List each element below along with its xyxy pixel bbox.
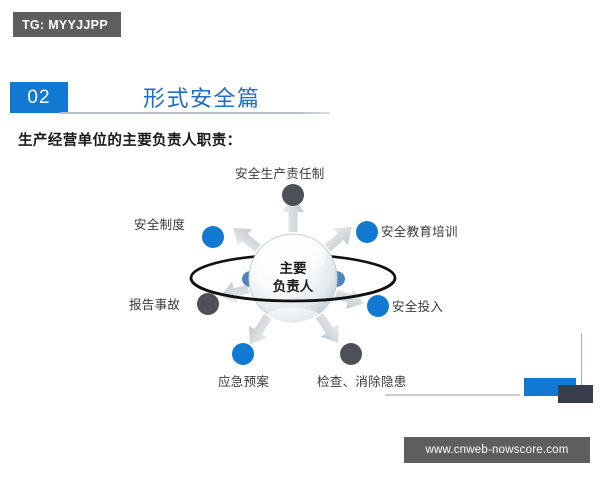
node-label-upper-left[interactable]: 安全制度	[134, 218, 186, 232]
diagram-svg: 主要 负责人	[189, 184, 397, 365]
section-number-badge: 02	[10, 82, 68, 113]
node-dot-lower-right[interactable]	[340, 343, 362, 365]
node-label-lower-left[interactable]: 应急预案	[218, 375, 270, 389]
radial-responsibility-diagram: 主要 负责人 安全生产责任制 安全教育培训 安全投入 检查、消除隐患 应急预案 …	[0, 150, 600, 410]
center-label-line2: 负责人	[273, 278, 314, 295]
sphere-gloss	[260, 235, 326, 277]
arrow-upper-left	[233, 227, 261, 252]
title-divider	[60, 112, 330, 114]
telegram-watermark-badge: TG: MYYJJPP	[13, 12, 121, 37]
node-dot-lower-left[interactable]	[232, 343, 254, 365]
node-dot-upper-left[interactable]	[202, 226, 224, 248]
decoration-horizontal-line	[385, 394, 520, 396]
arrow-lower-right	[315, 313, 339, 343]
arrow-top	[282, 197, 304, 232]
node-label-lower-right[interactable]: 检查、消除隐患	[317, 375, 407, 389]
node-label-right[interactable]: 安全投入	[392, 300, 444, 314]
footer-url-badge[interactable]: www.cnweb-nowscore.com	[404, 437, 590, 463]
arrow-left	[220, 281, 250, 304]
node-label-left[interactable]: 报告事故	[129, 298, 181, 312]
orbit-ring-front	[189, 277, 397, 303]
subtitle-text: 生产经营单位的主要负责人职责：	[18, 133, 242, 149]
node-dot-top[interactable]	[282, 184, 304, 206]
node-dot-upper-right[interactable]	[356, 221, 378, 243]
page-title: 形式安全篇	[143, 87, 261, 112]
node-dot-left[interactable]	[197, 293, 219, 315]
node-label-upper-right[interactable]: 安全教育培训	[381, 225, 458, 239]
arrow-lower-left	[248, 314, 272, 345]
sphere-bottom-light	[267, 308, 319, 322]
node-dot-right[interactable]	[367, 295, 389, 317]
center-label-line1: 主要	[280, 260, 307, 277]
node-label-top[interactable]: 安全生产责任制	[235, 167, 325, 181]
arrow-upper-right	[324, 226, 352, 252]
decoration-dark-rectangle	[558, 385, 593, 403]
decoration-vertical-line	[581, 333, 582, 395]
